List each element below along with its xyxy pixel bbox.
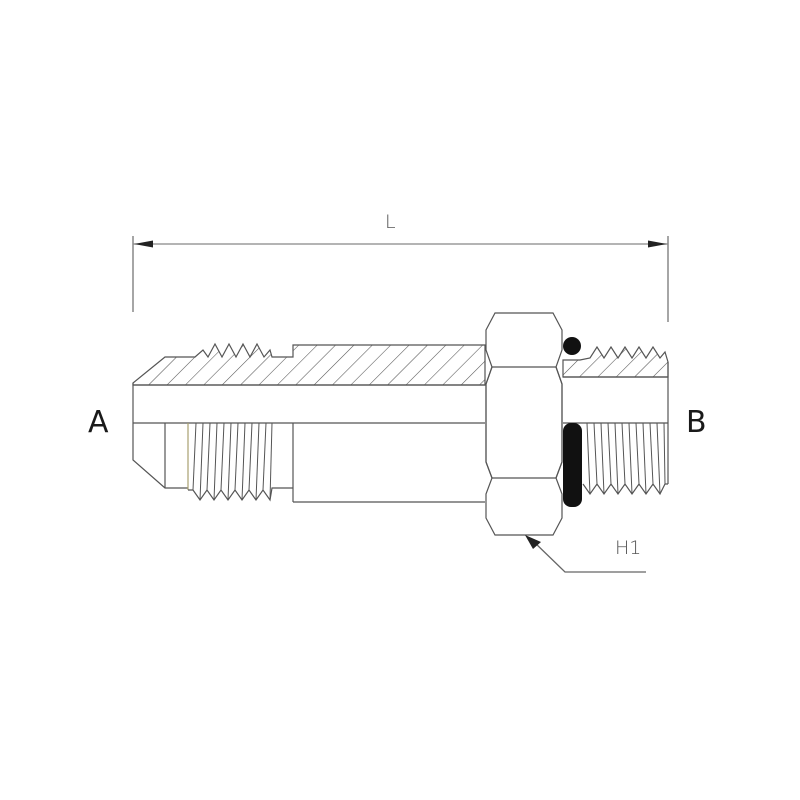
hex-nut [485, 312, 563, 536]
o-ring-seal [563, 337, 582, 507]
end-a-label: A [88, 405, 109, 440]
arrow-left-icon [134, 240, 153, 248]
length-dimension-label: L [385, 211, 396, 233]
body-section-left [132, 342, 486, 503]
body-section-right [562, 345, 669, 496]
leader-h1 [525, 535, 646, 573]
end-b-label: B [686, 405, 707, 440]
dimension-l [132, 236, 669, 322]
arrow-right-icon [648, 240, 667, 248]
leader-arrow-icon [525, 535, 541, 549]
hex-dimension-label: H1 [615, 537, 642, 559]
o-ring-section-bottom [563, 423, 582, 507]
o-ring-section-top [563, 337, 581, 355]
